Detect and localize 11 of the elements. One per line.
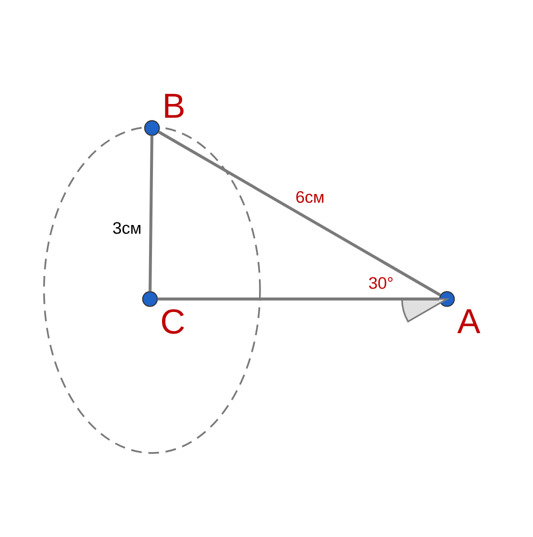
- length-label: 6см: [296, 191, 324, 203]
- node-label: C: [162, 309, 184, 334]
- line-segment: [158, 298, 440, 300]
- line-segment: [158, 130, 441, 296]
- length-label: 3см: [113, 222, 140, 234]
- angle-label: 30°: [369, 277, 393, 289]
- point: B: [144, 94, 184, 136]
- node-label: A: [457, 309, 480, 334]
- node-label: B: [165, 94, 184, 118]
- line-segment: [148, 136, 154, 292]
- point: C: [142, 291, 184, 334]
